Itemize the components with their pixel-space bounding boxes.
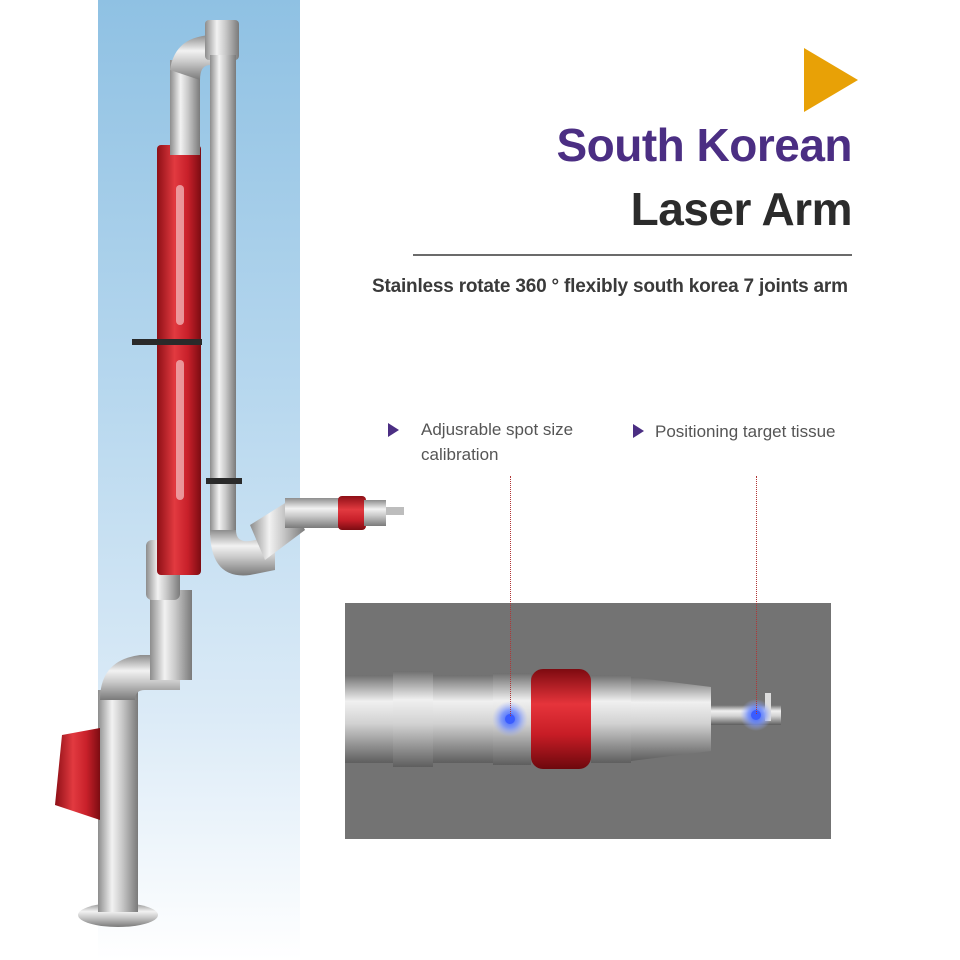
feature-spot-size-line2: calibration [421, 445, 499, 464]
handpiece-closeup-drawing [345, 669, 781, 769]
feature-spot-size: Adjusrable spot size calibration [421, 417, 573, 467]
steel-vertical-tube [210, 55, 236, 535]
red-counterweight [55, 728, 100, 820]
feature-positioning-line1: Positioning target tissue [655, 422, 836, 441]
arm-base-column [98, 690, 138, 912]
play-triangle-icon [804, 48, 858, 112]
play-triangle-icon [633, 424, 644, 438]
feature-positioning: Positioning target tissue [655, 419, 836, 444]
subtitle: Stainless rotate 360 ° flexibly south ko… [372, 276, 848, 297]
callout-line-spot-size [510, 476, 511, 716]
feature-spot-size-line1: Adjusrable spot size [421, 420, 574, 439]
title-line-1: South Korean [556, 119, 852, 171]
title-divider [413, 254, 852, 256]
handpiece-closeup-photo [345, 603, 831, 839]
clamp-bar [132, 339, 202, 345]
title-line-2: Laser Arm [630, 183, 853, 235]
red-main-tube [157, 145, 201, 575]
play-triangle-icon [388, 423, 399, 437]
callout-line-positioning [756, 476, 757, 714]
